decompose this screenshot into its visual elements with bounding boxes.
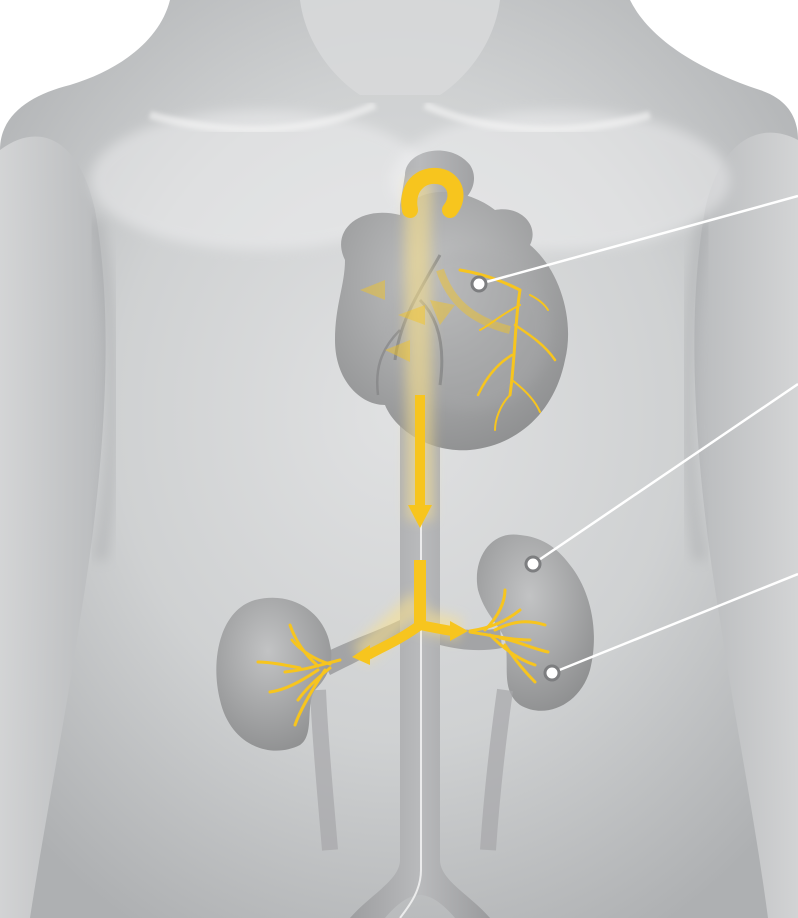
anatomy-illustration [0,0,798,918]
torso [0,0,798,918]
